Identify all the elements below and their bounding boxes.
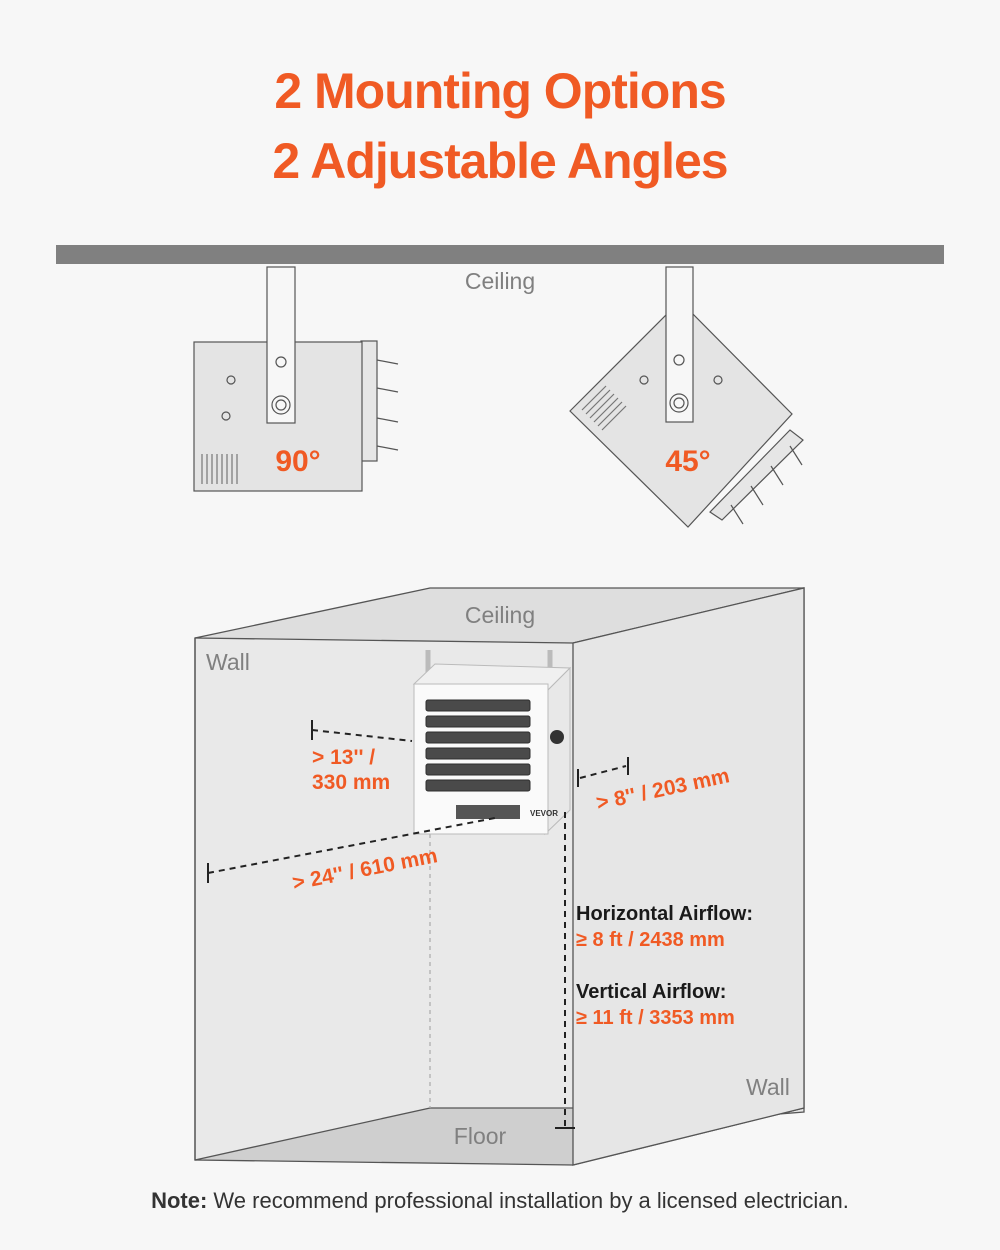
side-clearance-line2: 330 mm	[312, 771, 390, 794]
vertical-airflow-value: ≥ 11 ft / 3353 mm	[576, 1007, 735, 1029]
ceiling-bar	[56, 245, 944, 264]
vertical-airflow-label: Vertical Airflow:	[576, 981, 726, 1003]
ceiling-label-top: Ceiling	[465, 268, 535, 294]
room-right-wall	[572, 587, 805, 1166]
room-floor-label: Floor	[454, 1123, 507, 1149]
note-text: We recommend professional installation b…	[207, 1188, 849, 1213]
room-box	[194, 587, 805, 1166]
note-prefix: Note:	[151, 1188, 208, 1213]
room-ceiling-label: Ceiling	[465, 602, 535, 628]
heater-90-degree: 90°	[193, 266, 399, 492]
heater-brand: VEVOR	[530, 809, 558, 818]
headline-adjustable-angles: 2 Adjustable Angles	[272, 133, 728, 189]
heater-45-degree: 45°	[569, 266, 804, 528]
headline-mounting-options: 2 Mounting Options	[274, 63, 726, 119]
side-clearance-line1: > 13'' /	[312, 746, 375, 769]
room-wall-right-label: Wall	[746, 1074, 790, 1100]
dimension-lines	[207, 720, 629, 1129]
room-wall-left-label: Wall	[206, 649, 250, 675]
horizontal-airflow-value: ≥ 8 ft / 2438 mm	[576, 929, 725, 951]
installation-note: Note: We recommend professional installa…	[0, 1188, 1000, 1214]
angle-45-label: 45°	[665, 445, 710, 478]
horizontal-airflow-label: Horizontal Airflow:	[576, 903, 753, 925]
heater-unit: VEVOR	[412, 650, 572, 836]
angle-90-label: 90°	[275, 445, 320, 478]
